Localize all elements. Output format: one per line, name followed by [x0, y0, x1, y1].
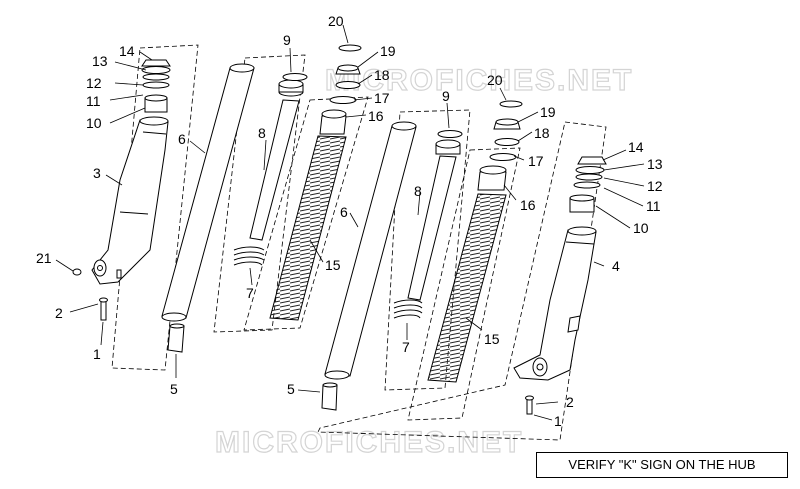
- callout-9-right: 9: [442, 88, 450, 104]
- right-spring-top-parts: [477, 100, 523, 191]
- callout-7-right: 7: [402, 339, 410, 355]
- watermark-bottom: MICROFICHES.NET: [215, 426, 523, 459]
- callout-labels: 14 13 12 11 10 3 21 2 1 6 5 9 8 7 15 20 …: [36, 13, 663, 429]
- right-fork-slider: [513, 226, 597, 381]
- left-damper-rod: [249, 73, 308, 241]
- group-frame-left-tube: [213, 54, 306, 333]
- right-spring-small-7: [393, 299, 423, 319]
- callout-8-left: 8: [258, 125, 266, 141]
- right-damper-rod: [407, 130, 463, 301]
- callout-15-right: 15: [484, 331, 500, 347]
- group-frame-right-spring: [407, 147, 521, 421]
- callout-19-left: 19: [380, 43, 396, 59]
- callout-12-left: 12: [86, 75, 102, 91]
- callout-8-right: 8: [414, 183, 422, 199]
- callout-17-right: 17: [528, 153, 544, 169]
- hub-verification-note: VERIFY "K" SIGN ON THE HUB: [536, 452, 788, 478]
- callout-10-right: 10: [633, 220, 649, 236]
- callout-18-right: 18: [534, 125, 550, 141]
- callout-4: 4: [612, 258, 620, 274]
- leader-lines: [55, 24, 645, 421]
- callout-6-right: 6: [340, 204, 348, 220]
- group-frame-right-slider: [317, 121, 607, 441]
- left-spring-small-7: [233, 246, 265, 266]
- callout-13-left: 13: [92, 53, 108, 69]
- callout-9-left: 9: [283, 32, 291, 48]
- right-main-spring: [427, 193, 507, 383]
- left-bottom-bolt: [99, 297, 108, 321]
- left-fork-slider: [91, 116, 169, 285]
- callout-12-right: 12: [647, 178, 663, 194]
- left-spring-top-parts: [319, 44, 362, 135]
- right-bottom-bolt: [525, 395, 534, 415]
- callout-5-left: 5: [170, 381, 178, 397]
- callout-16-left: 16: [368, 108, 384, 124]
- callout-6-left: 6: [178, 131, 186, 147]
- left-screw-21: [72, 268, 82, 276]
- callout-2-right: 2: [566, 394, 574, 410]
- callout-15-left: 15: [325, 257, 341, 273]
- callout-21: 21: [36, 250, 52, 266]
- callout-2-left: 2: [55, 305, 63, 321]
- callout-13-right: 13: [647, 156, 663, 172]
- right-top-stack: [569, 156, 607, 213]
- left-top-stack: [141, 59, 171, 113]
- callout-18-left: 18: [374, 67, 390, 83]
- right-outer-tube: [321, 121, 417, 411]
- callout-11-left: 11: [86, 93, 101, 109]
- callout-10-left: 10: [86, 115, 102, 131]
- group-frame-left-spring: [243, 96, 369, 331]
- callout-19-right: 19: [540, 104, 556, 120]
- callout-14-left: 14: [119, 43, 135, 59]
- callout-1-right: 1: [554, 413, 562, 429]
- left-outer-tube: [161, 63, 255, 353]
- callout-16-right: 16: [520, 197, 536, 213]
- callout-11-right: 11: [646, 198, 661, 214]
- callout-1-left: 1: [93, 346, 101, 362]
- watermark-top: MICROFICHES.NET: [325, 64, 633, 97]
- left-main-spring: [269, 135, 347, 321]
- callout-20-right: 20: [487, 72, 503, 88]
- callout-20-left: 20: [328, 13, 344, 29]
- callout-7-left: 7: [246, 285, 254, 301]
- callout-14-right: 14: [628, 139, 644, 155]
- callout-5-right: 5: [287, 381, 295, 397]
- callout-17-left: 17: [374, 90, 390, 106]
- callout-3: 3: [93, 165, 101, 181]
